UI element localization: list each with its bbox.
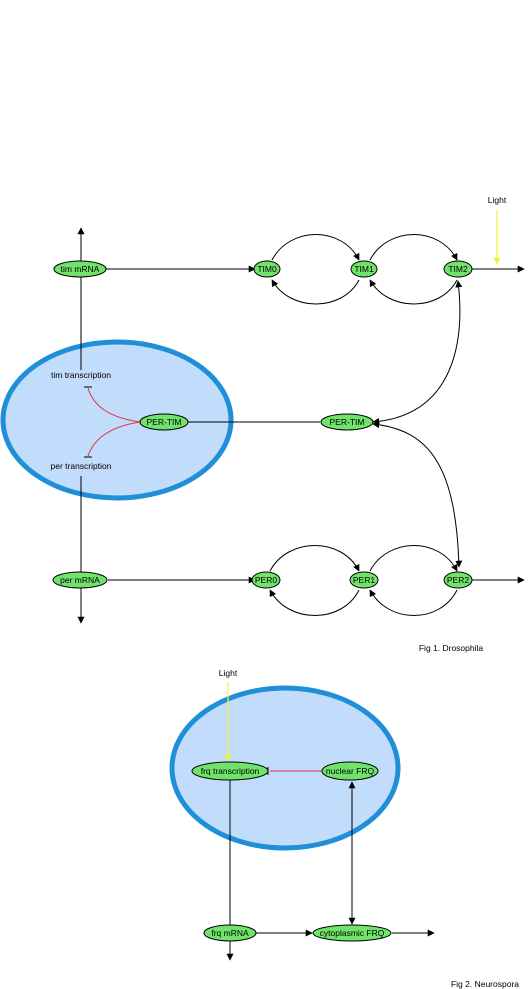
fig1-caption: Fig 1. Drosophila — [419, 643, 484, 653]
svg-text:PER-TIM: PER-TIM — [147, 417, 182, 427]
per2-to-per1-arc — [369, 589, 458, 616]
node-frq-mrna: frq mRNA — [203, 924, 257, 942]
svg-text:frq transcription: frq transcription — [201, 766, 260, 776]
svg-text:tim mRNA: tim mRNA — [61, 264, 100, 274]
node-cytoplasmic-frq: cytoplasmic FRQ — [312, 924, 392, 942]
svg-text:TIM2: TIM2 — [448, 264, 468, 274]
per-transcription-label: per transcription — [51, 461, 112, 471]
per0-to-per1-arc — [269, 545, 360, 572]
tim2-pertim-arc — [372, 280, 463, 425]
node-per1: PER1 — [349, 571, 379, 589]
svg-text:nuclear FRQ: nuclear FRQ — [326, 766, 375, 776]
inhibit-tim-transcription — [87, 387, 141, 423]
tim2-to-tim1-arc — [369, 279, 458, 305]
fig2-light-label: Light — [219, 668, 238, 678]
node-tim2: TIM2 — [443, 260, 473, 278]
node-per0: PER0 — [251, 571, 281, 589]
node-per-tim-cytoplasm: PER-TIM — [320, 413, 374, 431]
tim-transcription-label: tim transcription — [51, 370, 111, 380]
per1-to-per0-arc — [269, 589, 360, 616]
fig1-drosophila: Light tim mRNA TIM0 TIM1 TIM2 PER-TIM PE… — [0, 195, 525, 653]
node-per-tim-nuclear: PER-TIM — [139, 413, 189, 431]
tim1-to-tim0-arc — [271, 279, 360, 305]
svg-text:cytoplasmic FRQ: cytoplasmic FRQ — [320, 928, 385, 938]
svg-text:PER0: PER0 — [255, 575, 277, 585]
inhibit-per-transcription — [87, 421, 141, 457]
svg-text:TIM1: TIM1 — [354, 264, 374, 274]
svg-text:TIM0: TIM0 — [257, 264, 277, 274]
fig1-nucleus — [0, 339, 234, 501]
fig1-light-label: Light — [488, 195, 507, 205]
per2-pertim-arc — [372, 421, 463, 568]
node-tim-mrna: tim mRNA — [53, 260, 107, 278]
node-per-mrna: per mRNA — [52, 571, 108, 589]
svg-text:frq mRNA: frq mRNA — [211, 928, 249, 938]
svg-text:PER-TIM: PER-TIM — [330, 417, 365, 427]
node-per2: PER2 — [443, 571, 473, 589]
node-nuclear-frq: nuclear FRQ — [321, 761, 379, 781]
node-tim1: TIM1 — [350, 260, 378, 278]
per1-to-per2-arc — [369, 545, 458, 572]
node-frq-transcription: frq transcription — [191, 761, 269, 781]
svg-text:per mRNA: per mRNA — [60, 575, 100, 585]
svg-text:PER1: PER1 — [353, 575, 375, 585]
fig2-neurospora: Light frq transcription nuclear FRQ frq … — [169, 668, 519, 989]
svg-text:PER2: PER2 — [447, 575, 469, 585]
tim0-to-tim1-arc — [271, 234, 360, 261]
fig2-caption: Fig 2. Neurospora — [451, 979, 519, 989]
tim1-to-tim2-arc — [369, 234, 458, 261]
node-tim0: TIM0 — [253, 260, 281, 278]
